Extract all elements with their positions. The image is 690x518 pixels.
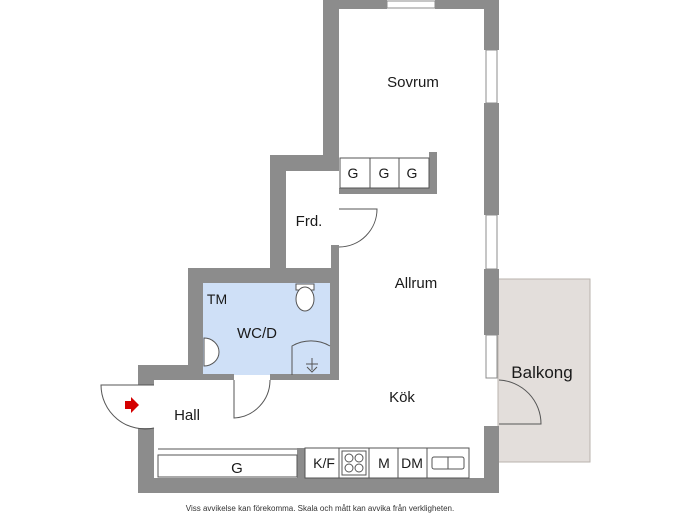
hall-wardrobe (157, 448, 298, 478)
stove-icon (341, 450, 367, 476)
room-label-sovrum: Sovrum (387, 74, 439, 91)
storage-label-g1: G (348, 165, 359, 181)
storage-label-g2: G (379, 165, 390, 181)
room-label-kok: Kök (389, 389, 415, 406)
room-label-frd: Frd. (296, 213, 323, 230)
windows (386, 0, 498, 379)
sink-icon (203, 337, 220, 367)
room-label-allrum: Allrum (395, 275, 438, 292)
balcony-door (498, 379, 542, 425)
toilet-icon (295, 283, 315, 312)
room-label-balkong: Balkong (511, 363, 572, 382)
room-label-wcd: WC/D (237, 325, 277, 342)
wardrobes (339, 157, 430, 189)
walls (138, 0, 499, 493)
storage-label-g3: G (407, 165, 418, 181)
entry-door (100, 384, 155, 430)
balcony-floor (497, 278, 591, 463)
kitchen-label-kf: K/F (313, 455, 335, 471)
disclaimer-text: Viss avvikelse kan förekomma. Skala och … (185, 504, 455, 513)
kitchen-counter (304, 447, 470, 479)
bathroom-door (233, 379, 271, 419)
room-label-hall: Hall (174, 407, 200, 424)
kitchen-sink-icon (431, 456, 465, 470)
room-label-tm: TM (207, 291, 227, 307)
entry-arrow-icon (125, 397, 139, 413)
storage-label-hall-g: G (231, 460, 243, 477)
shower-icon (291, 340, 331, 375)
kitchen-label-m: M (378, 455, 390, 471)
frd-door (338, 208, 378, 248)
kitchen-label-dm: DM (401, 455, 423, 471)
